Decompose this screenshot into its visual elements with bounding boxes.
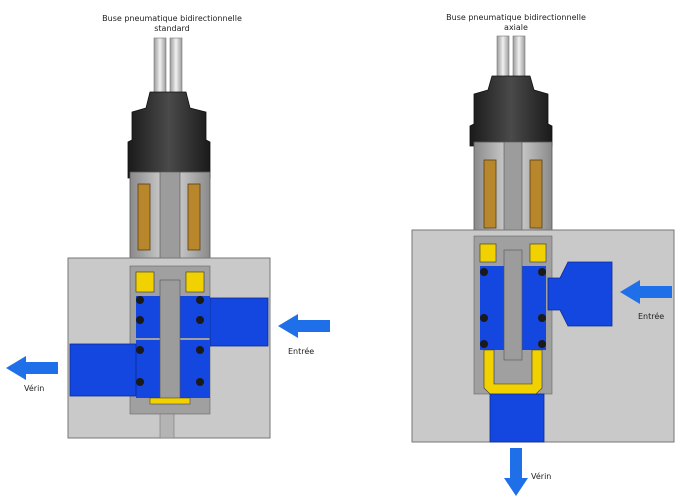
left-valve-title-line1: Buse pneumatique bidirectionnelle — [102, 14, 242, 23]
left-connector — [127, 91, 211, 179]
left-seal-1 — [135, 271, 155, 293]
right-valve-title-line1: Buse pneumatique bidirectionnelle — [446, 13, 586, 22]
right-o-rings — [480, 268, 546, 348]
left-coil-1 — [137, 183, 151, 251]
right-seal-1 — [479, 243, 497, 263]
left-outlet-label: Vérin — [24, 384, 45, 393]
left-coil-2 — [187, 183, 201, 251]
right-coil-2 — [529, 159, 543, 229]
right-connector — [469, 75, 553, 147]
right-valve-title: Buse pneumatique bidirectionnelle axiale — [416, 13, 616, 33]
right-wire-2 — [512, 35, 526, 83]
left-valve-title: Buse pneumatique bidirectionnelle standa… — [72, 14, 272, 34]
right-coil-1 — [483, 159, 497, 229]
right-valve-title-line2: axiale — [504, 23, 528, 32]
right-valve — [411, 35, 675, 496]
left-inlet-arrow — [278, 314, 330, 338]
left-bottom-seal — [149, 397, 191, 405]
right-outlet-port — [489, 393, 545, 443]
left-stem-lower — [159, 279, 181, 403]
left-o-rings — [136, 296, 204, 386]
right-yellow-cage — [483, 349, 543, 397]
left-valve — [6, 37, 330, 439]
right-outlet-label: Vérin — [531, 472, 552, 481]
left-drain — [159, 413, 175, 439]
right-wire-1 — [496, 35, 510, 83]
right-seal-2 — [529, 243, 547, 263]
left-seal-2 — [185, 271, 205, 293]
left-valve-title-line2: standard — [154, 24, 190, 33]
left-wire-1 — [153, 37, 167, 97]
left-wire-2 — [169, 37, 183, 97]
left-inlet-label: Entrée — [288, 347, 315, 356]
right-outlet-arrow — [504, 448, 528, 496]
left-inlet-port — [209, 297, 269, 347]
left-outlet-arrow — [6, 356, 58, 380]
right-stem-lower — [503, 249, 523, 361]
right-inlet-arrow — [620, 280, 672, 304]
right-inlet-port — [547, 261, 613, 327]
left-outlet-port — [69, 343, 137, 397]
right-inlet-label: Entrée — [638, 312, 665, 321]
